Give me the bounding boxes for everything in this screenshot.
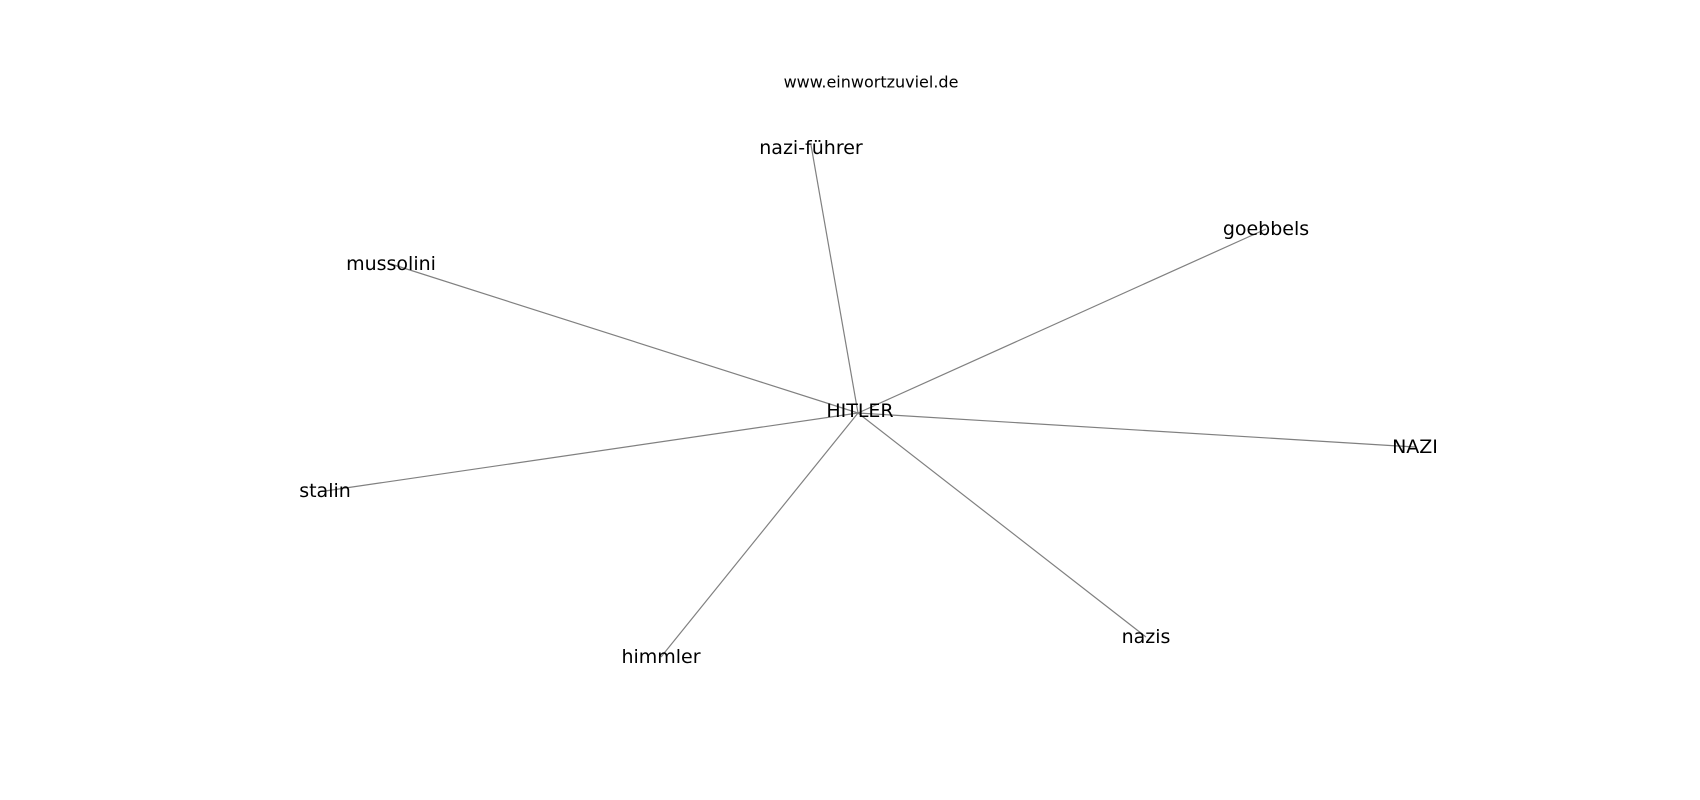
node-nazi-fuehrer: nazi-führer (759, 137, 863, 159)
node-nazis: nazis (1122, 626, 1171, 648)
edge-hitler-stalin (324, 412, 859, 492)
node-stalin: stalin (299, 480, 351, 502)
node-hitler: HITLER (826, 400, 893, 422)
edge-hitler-himmler (660, 412, 859, 658)
node-labels: www.einwortzuviel.de HITLER nazi-führer … (299, 73, 1438, 669)
node-nazi: NAZI (1392, 436, 1438, 458)
edge-hitler-nazi (857, 412, 1416, 448)
edge-hitler-nazis (857, 412, 1147, 638)
node-goebbels: goebbels (1223, 218, 1309, 240)
edge-hitler-goebbels (857, 228, 1267, 414)
site-watermark: www.einwortzuviel.de (784, 73, 959, 92)
node-himmler: himmler (621, 646, 700, 668)
edges (324, 144, 1416, 658)
edge-hitler-nazi-fuehrer (810, 144, 859, 414)
edge-hitler-mussolini (390, 263, 859, 414)
node-mussolini: mussolini (346, 253, 436, 275)
